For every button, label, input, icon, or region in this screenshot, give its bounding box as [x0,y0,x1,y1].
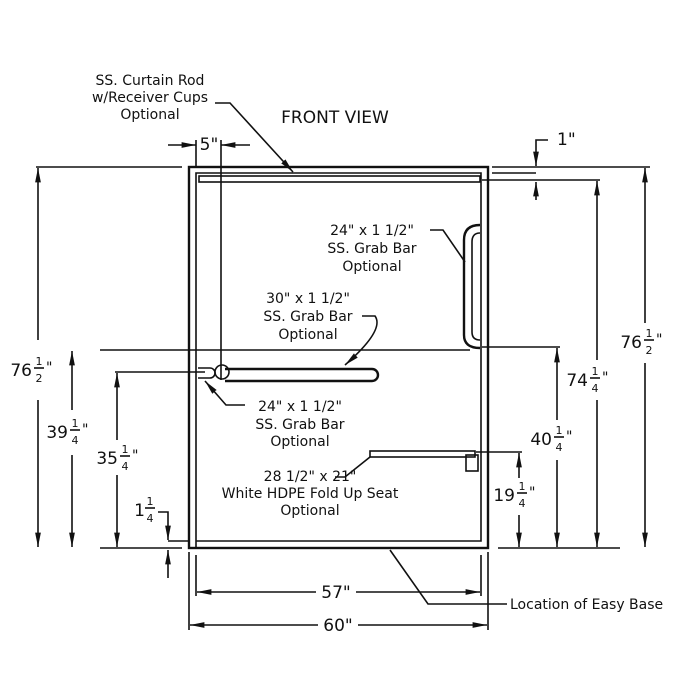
svg-text:1: 1 [122,443,129,456]
svg-text:SS. Curtain Rod: SS. Curtain Rod [96,73,205,89]
svg-text:Optional: Optional [342,259,401,275]
svg-text:4: 4 [72,434,79,447]
svg-text:1: 1 [72,417,79,430]
svg-text:19: 19 [493,486,515,506]
svg-text:w/Receiver Cups: w/Receiver Cups [92,90,208,106]
grab-bar-left [198,367,216,379]
svg-text:1: 1 [592,365,599,378]
dim-right-74: 74 1 4" [566,181,608,547]
svg-text:1": 1" [557,130,576,150]
svg-text:1: 1 [646,327,653,340]
dim-width-60: 60" [188,552,489,636]
svg-text:5": 5" [200,135,219,155]
dim-right-40: 40 1 4" [482,346,572,547]
svg-text:74: 74 [566,371,588,391]
svg-text:": " [656,332,662,348]
dim-width-57: 57" [195,555,482,603]
svg-text:": " [46,360,52,376]
svg-text:4: 4 [122,460,129,473]
dim-5: 5" [168,135,250,167]
svg-text:24" x 1 1/2": 24" x 1 1/2" [330,223,414,239]
svg-text:SS. Grab Bar: SS. Grab Bar [327,241,416,257]
svg-text:24" x 1 1/2": 24" x 1 1/2" [258,399,342,415]
dim-left-39: 39 1 4" [46,351,88,547]
svg-text:1: 1 [556,424,563,437]
svg-text:1: 1 [519,480,526,493]
shower-frame [100,165,490,550]
svg-text:Location of Easy Base: Location of Easy Base [510,597,663,613]
grab-bar-left-callout: 24" x 1 1/2" SS. Grab Bar Optional [204,380,345,450]
svg-text:76: 76 [10,361,32,381]
dim-left-76: 76 1 2" [10,166,182,549]
svg-text:": " [82,422,88,438]
grab-bar-30-callout: 30" x 1 1/2" SS. Grab Bar Optional [263,291,378,366]
dim-top-1: 1" [482,130,650,200]
svg-text:": " [529,485,535,501]
svg-text:SS. Grab Bar: SS. Grab Bar [263,309,352,325]
curtain-rod [198,175,481,183]
svg-text:4: 4 [592,382,599,395]
svg-text:Optional: Optional [280,503,339,519]
svg-text:57": 57" [321,583,350,603]
svg-text:": " [566,429,572,445]
svg-text:Optional: Optional [278,327,337,343]
svg-text:": " [602,370,608,386]
svg-text:1: 1 [36,355,43,368]
curtain-rod-callout: SS. Curtain Rod w/Receiver Cups Optional [92,73,294,173]
svg-text:2: 2 [36,372,43,385]
svg-text:28 1/2" x 21": 28 1/2" x 21" [264,469,357,485]
svg-text:30" x 1 1/2": 30" x 1 1/2" [266,291,350,307]
svg-text:4: 4 [147,512,154,525]
svg-text:35: 35 [96,449,118,469]
svg-text:Optional: Optional [120,107,179,123]
svg-text:SS. Grab Bar: SS. Grab Bar [255,417,344,433]
svg-text:1: 1 [147,495,154,508]
svg-text:White HDPE Fold Up Seat: White HDPE Fold Up Seat [222,486,399,502]
dim-right-19: 19 1 4" [476,451,620,549]
svg-text:Optional: Optional [270,434,329,450]
easy-base-callout: Location of Easy Base [389,549,663,613]
dim-right-76: 76 1 2" [620,168,662,547]
dim-left-35: 35 1 4" [96,371,205,547]
svg-text:4: 4 [519,497,526,510]
grab-bar-right-callout: 24" x 1 1/2" SS. Grab Bar Optional [327,223,466,275]
svg-text:4: 4 [556,441,563,454]
svg-text:39: 39 [46,423,68,443]
drawing-title: FRONT VIEW [281,108,389,128]
fold-up-seat [369,450,479,472]
svg-text:": " [132,448,138,464]
svg-text:60": 60" [323,616,352,636]
grab-bar-right [462,223,481,350]
svg-text:76: 76 [620,333,642,353]
svg-text:1: 1 [134,501,145,521]
dim-left-1: 1 1 4 [134,495,189,578]
seat-callout: 28 1/2" x 21" White HDPE Fold Up Seat Op… [222,456,399,519]
svg-text:40: 40 [530,430,552,450]
svg-text:2: 2 [646,344,653,357]
